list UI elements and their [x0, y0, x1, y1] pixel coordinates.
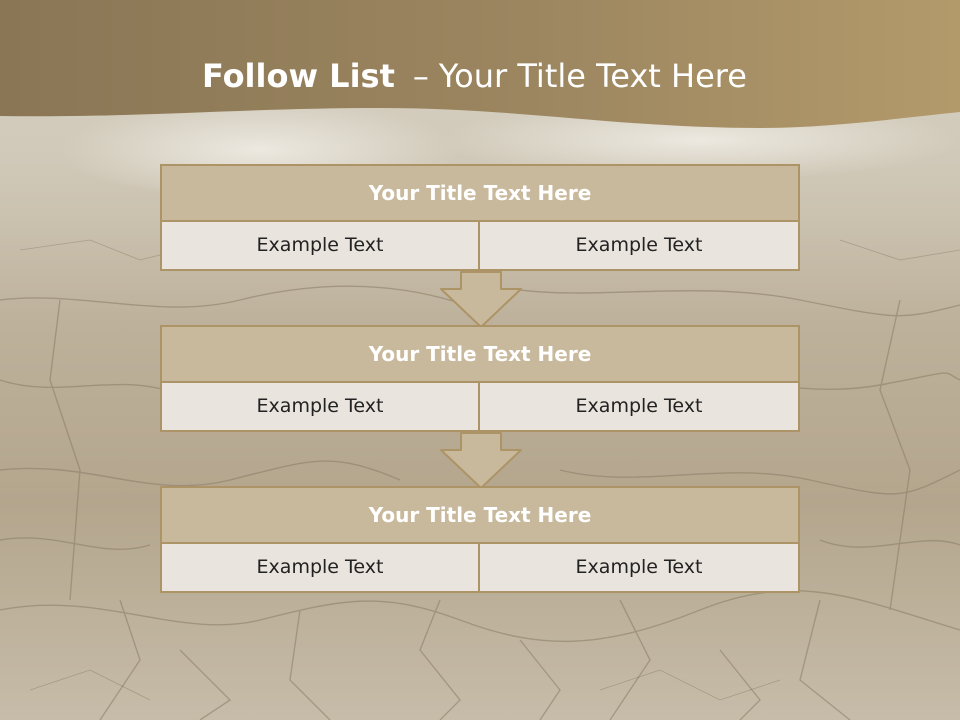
step-cell-right: Example Text — [480, 544, 800, 593]
step-row: Example Text Example Text — [160, 544, 800, 593]
down-arrow-icon — [440, 271, 522, 328]
title-dash: – — [412, 57, 429, 95]
step-cell-left: Example Text — [160, 222, 480, 271]
step-card-2: Your Title Text Here Example Text Exampl… — [160, 325, 800, 432]
slide-title: Follow List–Your Title Text Here — [202, 52, 747, 100]
step-title: Your Title Text Here — [160, 325, 800, 383]
step-title: Your Title Text Here — [160, 486, 800, 544]
title-bold: Follow List — [202, 57, 395, 95]
step-cell-left: Example Text — [160, 383, 480, 432]
step-card-1: Your Title Text Here Example Text Exampl… — [160, 164, 800, 271]
step-cell-left: Example Text — [160, 544, 480, 593]
step-cell-right: Example Text — [480, 222, 800, 271]
step-cell-right: Example Text — [480, 383, 800, 432]
title-rest: Your Title Text Here — [438, 57, 747, 95]
step-card-3: Your Title Text Here Example Text Exampl… — [160, 486, 800, 593]
down-arrow-icon — [440, 432, 522, 489]
header-band — [0, 0, 960, 128]
step-row: Example Text Example Text — [160, 383, 800, 432]
step-row: Example Text Example Text — [160, 222, 800, 271]
step-title: Your Title Text Here — [160, 164, 800, 222]
